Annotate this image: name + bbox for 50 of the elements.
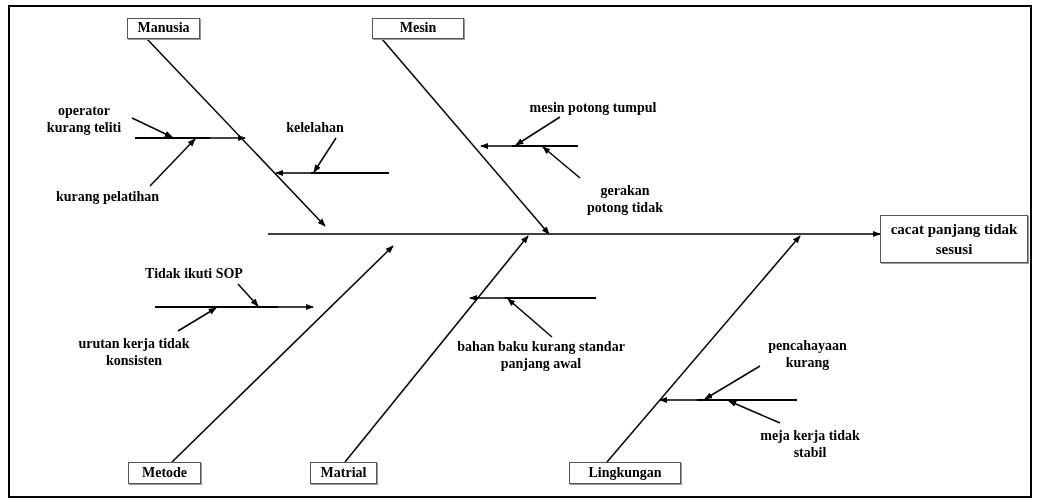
arrow [659,396,698,404]
arrow [344,235,529,463]
cause-label: operator kurang teliti [45,101,123,137]
category-label: Manusia [137,19,190,38]
arrow [515,116,561,146]
category-label: Mesin [399,19,437,38]
category-box [372,18,464,39]
branch-line [697,399,797,401]
arrow [237,283,259,307]
arrow [313,137,337,173]
cause-label: kurang pelatihan [55,188,160,206]
category-label: Matrial [320,463,367,482]
arrow [381,38,550,235]
branch-line [135,137,210,139]
category-label: Lingkungan [588,463,662,482]
category-box [127,18,200,39]
cause-label: meja kerja tidak stabil [759,426,861,462]
effect-box [880,215,1028,263]
category-box [569,462,681,484]
arrow [277,303,314,311]
arrow [606,235,801,463]
arrow [469,294,506,302]
arrow [275,169,312,177]
cause-label: mesin potong tumpul [529,98,657,117]
arrow [507,298,553,338]
arrow [480,142,513,150]
branch-line [155,306,278,308]
cause-label: pencahayaan kurang [767,336,848,372]
arrow [209,134,246,142]
arrow [131,117,173,138]
effect-label: cacat panjang tidak sesusi [889,219,1019,259]
spine-arrow [267,230,881,238]
arrow [171,245,394,463]
cause-label: gerakan potong tidak [586,181,664,217]
category-box [310,462,377,484]
branch-line [311,172,389,174]
arrow [542,146,581,179]
cause-label: urutan kerja tidak konsisten [78,334,190,370]
branch-line [512,145,578,147]
category-label: Metode [141,463,188,482]
arrow [704,365,761,400]
arrow [177,307,217,332]
arrow [728,400,781,424]
arrow [149,138,196,187]
cause-label: bahan baku kurang standar panjang awal [456,337,626,373]
category-box [128,462,201,484]
cause-label: Tidak ikuti SOP [145,265,243,283]
arrow [146,38,326,227]
branch-line [505,297,596,299]
cause-label: kelelahan [286,119,344,137]
